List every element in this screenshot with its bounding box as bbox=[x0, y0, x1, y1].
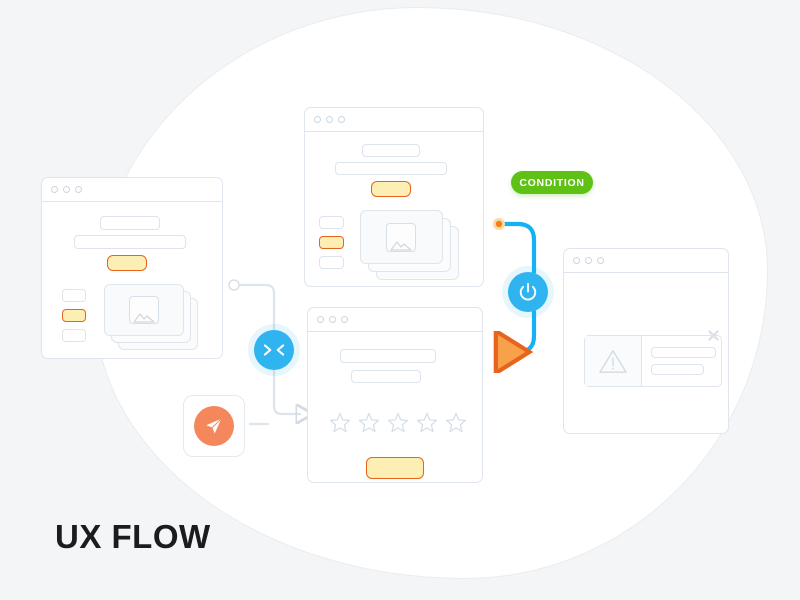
window-rating[interactable] bbox=[307, 307, 483, 483]
power-icon bbox=[519, 282, 537, 301]
traffic-light-dot bbox=[317, 316, 324, 323]
traffic-light-dot bbox=[75, 186, 82, 193]
warning-triangle-icon bbox=[599, 350, 627, 373]
window-titlebar bbox=[564, 249, 728, 273]
alert-message-area bbox=[642, 336, 721, 386]
send-plane-icon bbox=[206, 418, 222, 434]
window-catalog-left[interactable] bbox=[35, 177, 223, 365]
error-alert-panel bbox=[584, 335, 722, 387]
image-card-stack[interactable] bbox=[104, 284, 204, 354]
filter-chip-1[interactable] bbox=[62, 289, 86, 302]
star-rating[interactable] bbox=[329, 412, 467, 433]
window-body bbox=[42, 202, 222, 358]
send-icon-circle bbox=[194, 406, 234, 446]
star-icon[interactable] bbox=[358, 412, 380, 433]
condition-badge-label: CONDITION bbox=[519, 176, 585, 189]
filter-chip-1[interactable] bbox=[319, 216, 344, 229]
condition-badge[interactable]: CONDITION bbox=[511, 171, 593, 194]
mountain-glyph bbox=[133, 313, 155, 323]
window-catalog-top[interactable] bbox=[298, 107, 484, 293]
window-titlebar bbox=[308, 308, 482, 332]
window-body bbox=[308, 332, 482, 482]
star-icon[interactable] bbox=[445, 412, 467, 433]
collapse-arrows-icon bbox=[263, 344, 285, 356]
heading-bar bbox=[340, 349, 436, 363]
traffic-light-dot bbox=[329, 316, 336, 323]
page-title: UX FLOW bbox=[55, 518, 211, 555]
filter-chip-3[interactable] bbox=[62, 329, 86, 342]
window-titlebar bbox=[42, 178, 222, 202]
subheading-bar bbox=[335, 162, 447, 175]
filter-chip-2[interactable] bbox=[319, 236, 344, 249]
warning-icon-cell bbox=[585, 336, 642, 386]
star-icon[interactable] bbox=[387, 412, 409, 433]
window-body bbox=[564, 273, 728, 433]
alert-message-bar-1 bbox=[651, 347, 716, 358]
traffic-light-dot bbox=[585, 257, 592, 264]
subheading-bar bbox=[351, 370, 421, 383]
traffic-light-dot bbox=[338, 116, 345, 123]
traffic-light-dot bbox=[314, 116, 321, 123]
star-icon[interactable] bbox=[416, 412, 438, 433]
alert-message-bar-2 bbox=[651, 364, 704, 375]
traffic-light-dot bbox=[51, 186, 58, 193]
primary-cta-button[interactable] bbox=[371, 181, 411, 197]
window-error[interactable] bbox=[563, 248, 729, 434]
image-card-stack[interactable] bbox=[360, 210, 470, 282]
image-placeholder-icon bbox=[129, 296, 159, 324]
traffic-light-dot bbox=[341, 316, 348, 323]
send-action-card[interactable] bbox=[183, 395, 245, 457]
star-icon[interactable] bbox=[329, 412, 351, 433]
heading-bar bbox=[100, 216, 160, 230]
image-placeholder-icon bbox=[386, 223, 416, 252]
window-titlebar bbox=[305, 108, 483, 132]
traffic-light-dot bbox=[573, 257, 580, 264]
traffic-light-dot bbox=[326, 116, 333, 123]
submit-button[interactable] bbox=[366, 457, 424, 479]
close-icon[interactable] bbox=[708, 330, 719, 341]
filter-chip-2[interactable] bbox=[62, 309, 86, 322]
condition-loop-node[interactable] bbox=[508, 272, 548, 312]
merge-node[interactable] bbox=[254, 330, 294, 370]
mountain-glyph bbox=[390, 241, 412, 251]
subheading-bar bbox=[74, 235, 186, 249]
traffic-light-dot bbox=[597, 257, 604, 264]
window-body bbox=[305, 132, 483, 286]
heading-bar bbox=[362, 144, 420, 157]
primary-cta-button[interactable] bbox=[107, 255, 147, 271]
traffic-light-dot bbox=[63, 186, 70, 193]
filter-chip-3[interactable] bbox=[319, 256, 344, 269]
